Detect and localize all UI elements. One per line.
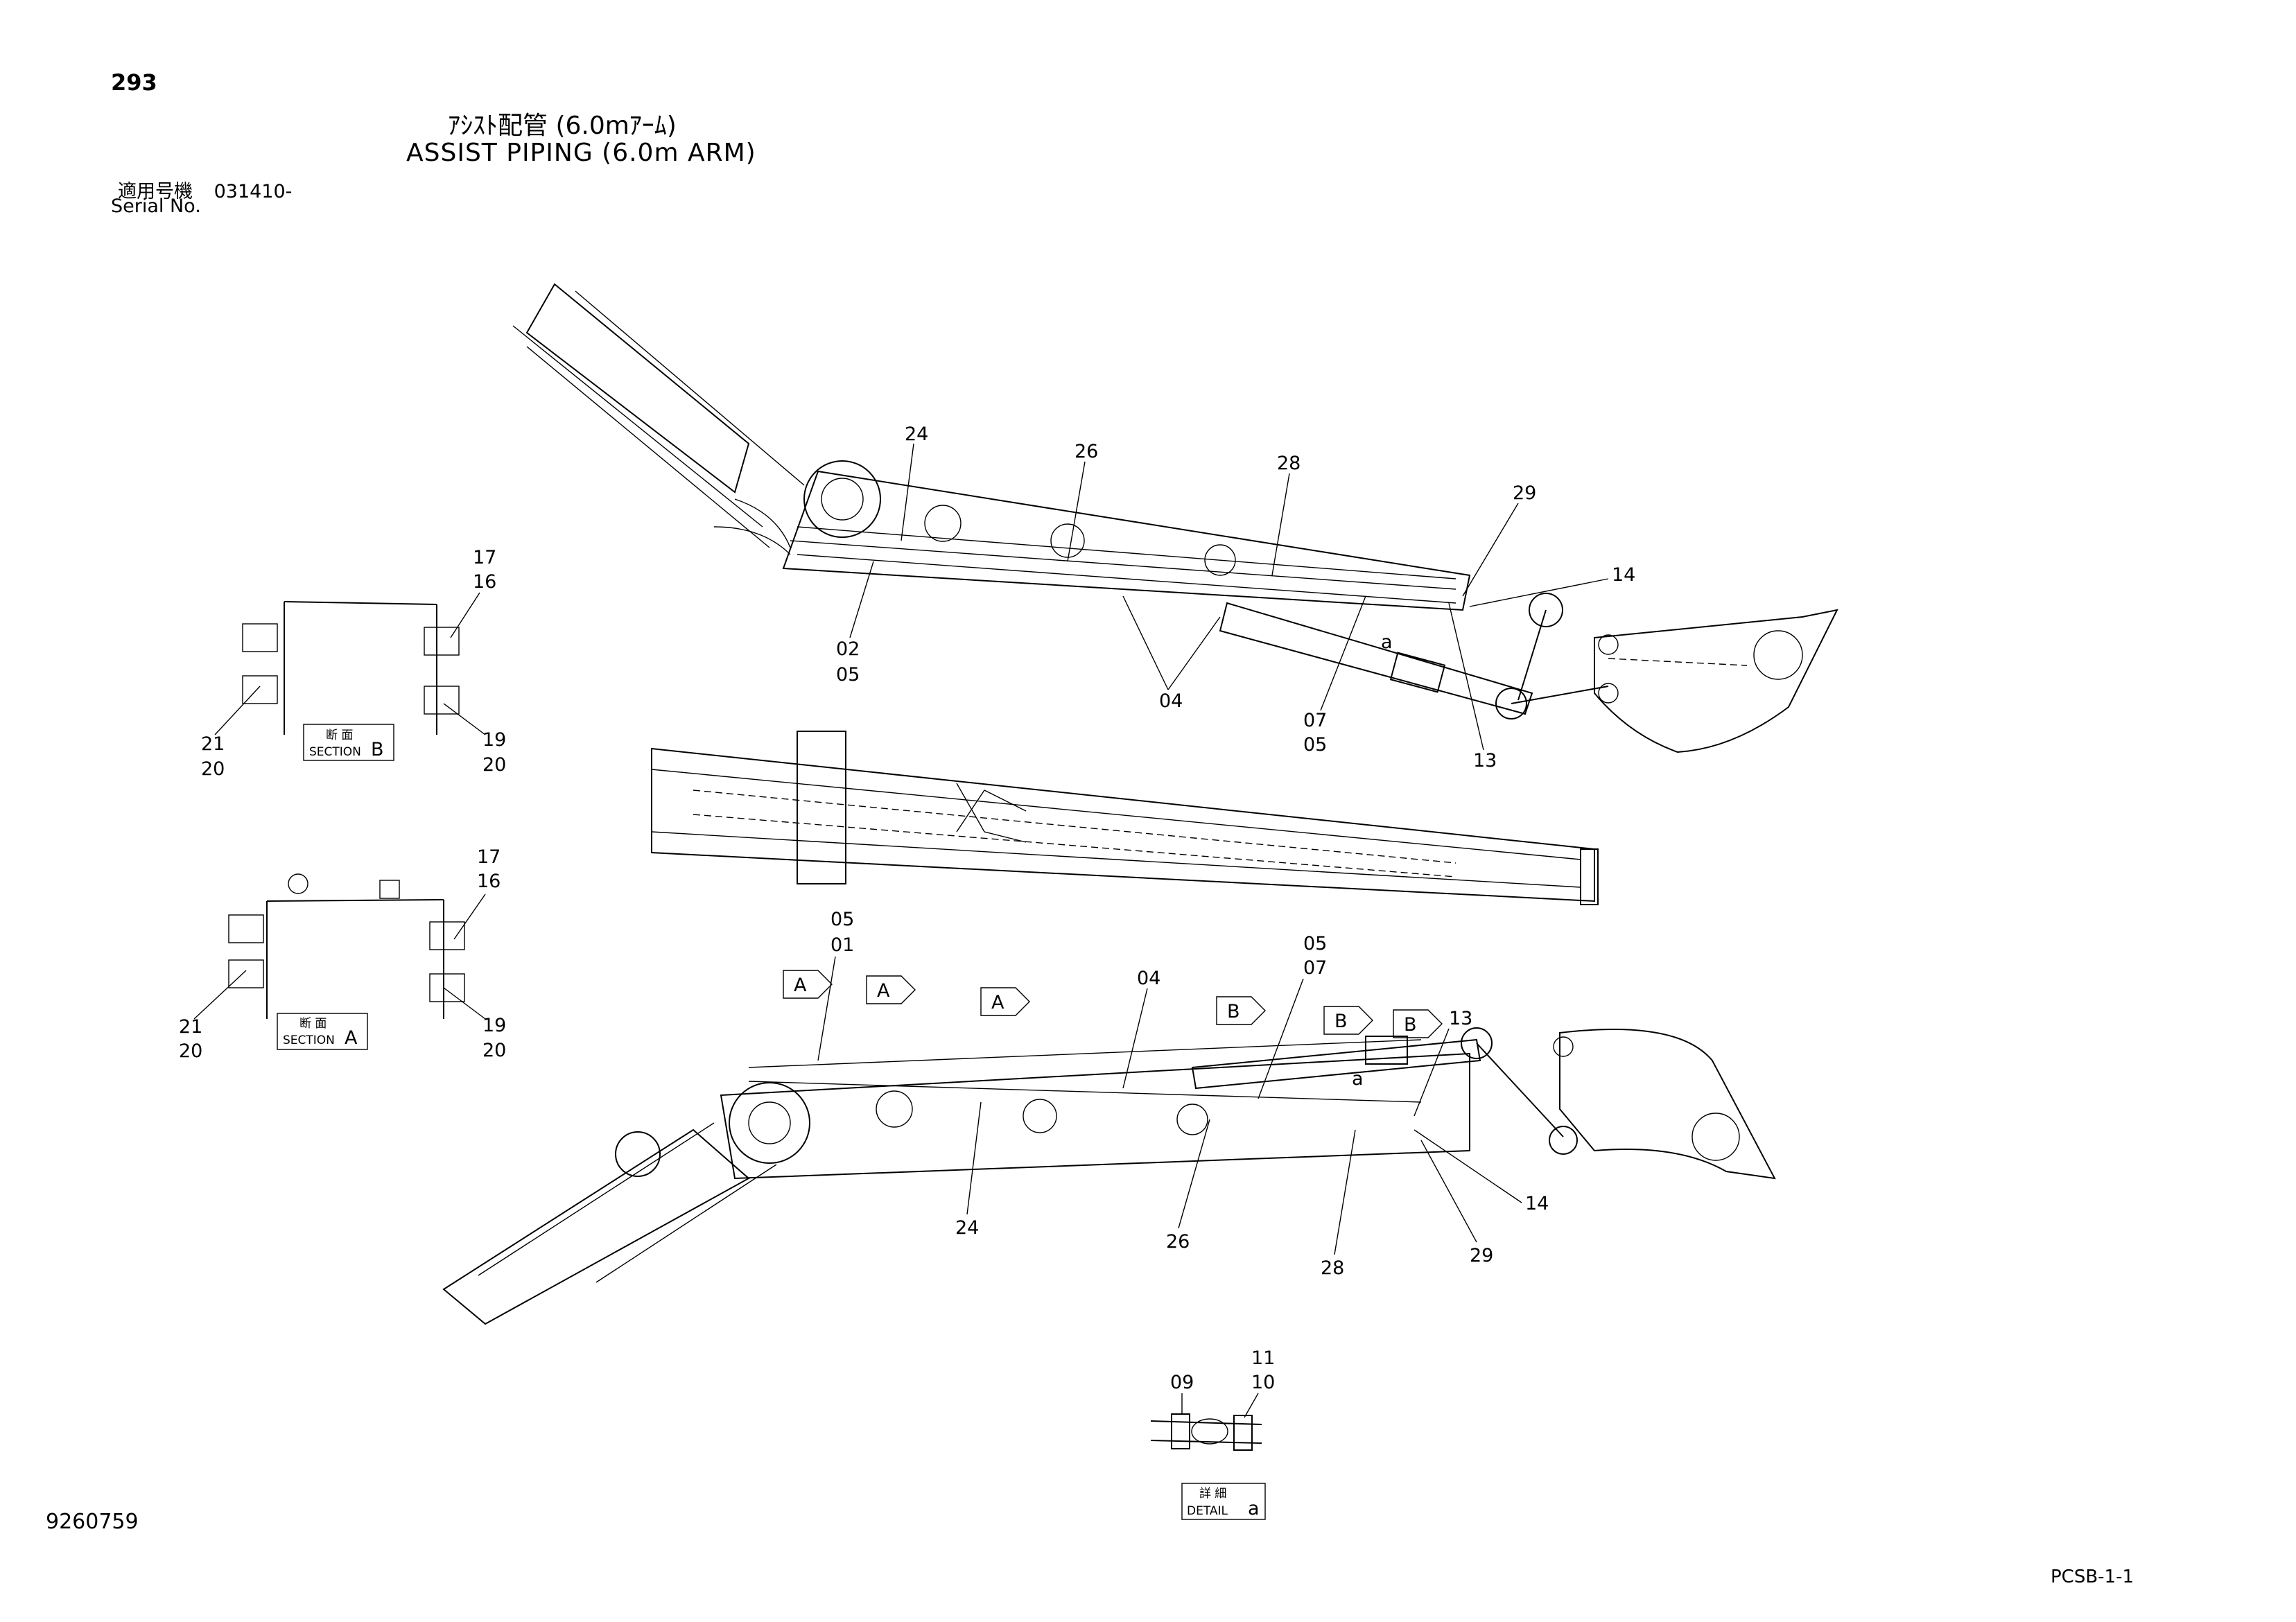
callout-16-sb: 16 <box>473 571 496 593</box>
callout-01-bottom: 01 <box>830 934 854 956</box>
callout-29-bottom: 29 <box>1470 1245 1493 1266</box>
detail-a-letter: a <box>1248 1498 1260 1519</box>
section-a-detail: 17 16 21 20 19 20 断 面 SECTION A <box>179 846 506 1062</box>
callout-21-sa: 21 <box>179 1016 202 1038</box>
callout-04-top: 04 <box>1159 690 1183 712</box>
callout-05b-bottom: 05 <box>1303 933 1327 954</box>
section-a-en: SECTION <box>283 1034 335 1047</box>
bottom-arm-view <box>442 1027 1776 1325</box>
serial-label-en: Serial No. <box>111 195 201 217</box>
callout-29-top: 29 <box>1513 482 1536 504</box>
page-code: PCSB-1-1 <box>2051 1567 2134 1587</box>
callout-20-sb: 20 <box>201 758 225 780</box>
marker-b-3: B <box>1404 1014 1417 1036</box>
title-japanese: ｱｼｽﾄ配管 (6.0mｱｰﾑ) <box>448 112 677 140</box>
callout-13-top: 13 <box>1473 750 1497 771</box>
top-view-callouts: 24 26 28 29 14 02 05 04 07 05 13 a <box>836 424 1635 771</box>
section-b-detail: 17 16 21 20 19 20 断 面 SECTION B <box>201 547 506 780</box>
section-b-jp: 断 面 <box>326 729 353 742</box>
callout-24-bottom: 24 <box>955 1217 979 1239</box>
callout-24-top: 24 <box>905 424 928 445</box>
section-a-letter: A <box>345 1027 358 1049</box>
callout-05-top: 05 <box>836 664 860 686</box>
marker-a-2: A <box>877 980 890 1002</box>
callout-20b-sb: 20 <box>482 754 506 776</box>
bottom-view-callouts: 05 01 04 05 07 13 a 24 26 28 29 14 <box>817 909 1549 1279</box>
callout-17-sb: 17 <box>473 547 496 568</box>
callout-04-bottom: 04 <box>1137 968 1160 989</box>
callout-16-sa: 16 <box>477 871 501 892</box>
callout-05-bottom: 05 <box>830 909 854 930</box>
callout-19-sa: 19 <box>482 1015 506 1036</box>
serial-label-jp: 適用号機 <box>118 181 193 202</box>
marker-a-1: A <box>794 975 807 996</box>
section-b-letter: B <box>371 739 384 760</box>
marker-a-3: A <box>991 992 1004 1013</box>
callout-a-top: a <box>1381 631 1393 653</box>
page-number: 293 <box>111 69 157 96</box>
detail-a-jp: 詳 細 <box>1199 1487 1226 1501</box>
callout-09: 09 <box>1170 1372 1194 1393</box>
marker-b-2: B <box>1334 1011 1348 1032</box>
serial-row: 適用号機 031410- <box>118 176 292 203</box>
callout-17-sa: 17 <box>477 846 501 868</box>
callout-05b-top: 05 <box>1303 734 1327 756</box>
callout-a-bottom: a <box>1352 1068 1364 1090</box>
callout-20-sa: 20 <box>179 1040 202 1062</box>
middle-arm-plan <box>651 731 1599 905</box>
detail-a-en: DETAIL <box>1187 1504 1228 1518</box>
callout-26-top: 26 <box>1075 441 1098 462</box>
callout-14-top: 14 <box>1612 564 1635 586</box>
callout-11: 11 <box>1251 1348 1275 1369</box>
top-arm-view <box>512 283 1838 753</box>
section-b-en: SECTION <box>309 745 361 759</box>
callout-19-sb: 19 <box>482 729 506 751</box>
callout-02-top: 02 <box>836 638 860 660</box>
callout-13-bottom: 13 <box>1449 1008 1472 1029</box>
detail-a: 11 10 09 詳 細 DETAIL a <box>1150 1348 1275 1520</box>
callout-07-bottom: 07 <box>1303 957 1327 979</box>
document-number: 9260759 <box>46 1510 139 1534</box>
section-a-jp: 断 面 <box>299 1017 327 1031</box>
callout-20b-sa: 20 <box>482 1040 506 1061</box>
callout-07-top: 07 <box>1303 710 1327 731</box>
callout-14-bottom: 14 <box>1525 1193 1549 1214</box>
callout-10: 10 <box>1251 1372 1275 1393</box>
callout-21-sb: 21 <box>201 733 225 755</box>
marker-b-1: B <box>1227 1001 1240 1022</box>
callout-28-bottom: 28 <box>1321 1257 1344 1279</box>
serial-value: 031410- <box>214 181 293 202</box>
callout-26-bottom: 26 <box>1166 1231 1190 1253</box>
title-english: ASSIST PIPING (6.0m ARM) <box>406 139 756 167</box>
callout-28-top: 28 <box>1277 453 1301 474</box>
view-markers: A A A B B B <box>783 970 1443 1038</box>
